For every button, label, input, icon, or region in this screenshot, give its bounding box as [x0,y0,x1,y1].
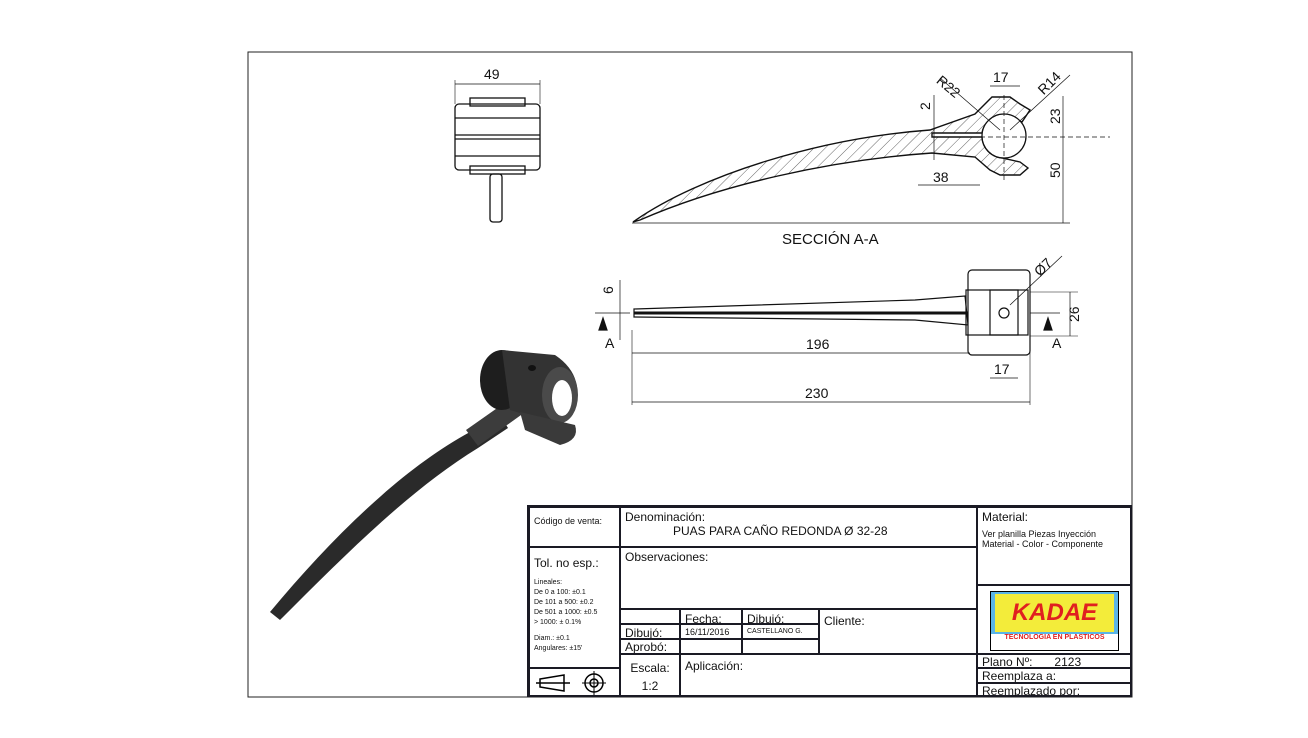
first-angle-projection-icon [536,671,606,695]
fecha-value: 16/11/2016 [680,624,742,639]
top-view: 6 A A 196 230 17 26 Ø7 [595,254,1082,405]
dim-230: 230 [805,385,829,401]
tol-diam: Diam.: ±0.1 [534,635,570,642]
tol-line: De 0 a 100: ±0.1 [534,589,586,596]
tol-line: De 101 a 500: ±0.2 [534,599,594,606]
section-title: SECCIÓN A-A [782,231,879,248]
sheet-border [247,51,1133,698]
isometric-render [270,350,578,620]
aplicacion-label: Aplicación: [680,654,977,697]
dibujo-col-label: Dibujó: [742,609,819,624]
plano-value: 2123 [1054,655,1082,668]
logo-cell: KADAE TECNOLOGIA EN PLASTICOS [977,585,1132,654]
dim-r14: R14 [1034,68,1064,98]
material-line2: Material - Color - Componente [982,539,1104,549]
codigo-label: Código de venta: [529,507,620,547]
tolerance-cell: Tol. no esp.: Lineales: De 0 a 100: ±0.1… [529,547,620,668]
section-view: R22 17 R14 2 23 38 50 SECCIÓN A-A [632,68,1110,248]
logo-tagline: TECNOLOGIA EN PLASTICOS [991,634,1118,650]
reemplazado-label: Reemplazado por: [977,683,1132,697]
reemplaza-label: Reemplaza a: [977,668,1132,683]
aprobo-fecha [680,639,742,654]
aprobo-firma [742,639,819,654]
dim-2: 2 [917,102,933,110]
section-mark-right: A [1052,335,1062,351]
kadae-logo: KADAE TECNOLOGIA EN PLASTICOS [990,591,1119,651]
denominacion-value: PUAS PARA CAÑO REDONDA Ø 32-28 [673,524,888,538]
title-block: Código de venta: Denominación: PUAS PARA… [527,505,1132,697]
dim-6: 6 [600,286,616,294]
tol-line: De 501 a 1000: ±0.5 [534,609,598,616]
dim-17-section: 17 [993,69,1009,85]
escala-cell: Escala: 1:2 [620,654,680,697]
denominacion-label: Denominación: [625,510,706,524]
cliente-label: Cliente: [819,609,977,654]
escala-label: Escala: [630,661,670,675]
dibujante-value: CASTELLANO G. [742,624,819,639]
tol-line: > 1000: ± 0.1% [534,619,582,626]
dim-26: 26 [1066,306,1082,322]
fecha-label: Fecha: [680,609,742,624]
dibujo-row-label: Dibujó: [620,624,680,639]
dim-r22: R22 [934,72,964,101]
material-line1: Ver planilla Piezas Inyección [982,529,1097,539]
dim-50: 50 [1047,162,1063,178]
tol-label: Tol. no esp.: [534,556,599,570]
dim-23: 23 [1047,108,1063,124]
plano-cell: Plano Nº: 2123 [977,654,1132,668]
escala-value: 1:2 [641,679,659,693]
blank-header [620,609,680,624]
plano-label: Plano Nº: [982,655,1033,668]
logo-brand: KADAE [995,594,1114,632]
dim-38: 38 [933,169,949,185]
tol-ang: Angulares: ±15' [534,645,583,652]
dim-17-top: 17 [994,361,1010,377]
dim-196: 196 [806,336,830,352]
dim-dia7: Ø7 [1031,254,1056,279]
tol-line: Lineales: [534,579,563,586]
observaciones-label: Observaciones: [620,547,977,609]
denominacion-cell: Denominación: PUAS PARA CAÑO REDONDA Ø 3… [620,507,977,547]
projection-symbol [529,668,620,697]
material-label: Material: [982,510,1029,524]
material-cell: Material: Ver planilla Piezas Inyección … [977,507,1132,585]
section-mark-left: A [605,335,615,351]
front-view: 49 [454,66,541,223]
dim-front-width: 49 [484,66,500,82]
aprobo-label: Aprobó: [620,639,680,654]
